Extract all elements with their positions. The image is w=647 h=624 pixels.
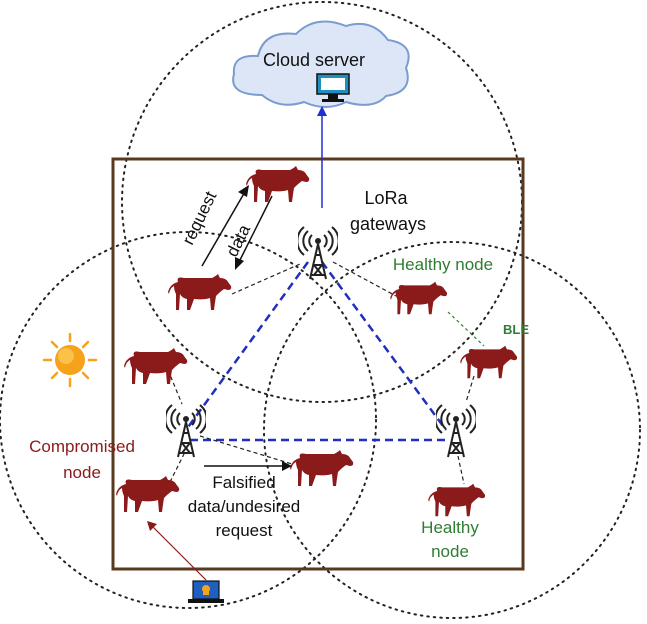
antenna-icon — [436, 403, 476, 459]
ble-label: BLE — [503, 322, 529, 337]
falsified-arrowhead — [282, 461, 292, 471]
healthy-node-label-bottom-line2: node — [431, 542, 469, 561]
cow-icon — [124, 348, 188, 384]
node-links — [167, 261, 475, 485]
request-label: request — [179, 188, 221, 248]
data-arrow — [237, 195, 273, 265]
gateway-link-top-right — [320, 261, 448, 431]
attack-arrow — [151, 525, 207, 581]
cow-icon — [290, 450, 354, 486]
coverage-circle-right — [263, 241, 641, 619]
cow-icon — [116, 476, 180, 512]
cloud-icon — [232, 20, 410, 108]
uplink-arrowhead — [317, 106, 327, 116]
healthy-node-label-top: Healthy node — [393, 255, 493, 274]
cow-icon — [390, 281, 448, 315]
farm-boundary — [111, 157, 525, 571]
hacker-laptop-icon — [188, 580, 224, 603]
cow-icon — [460, 345, 518, 379]
compromised-label-line2: node — [63, 463, 101, 482]
lora-label-line2: gateways — [350, 214, 426, 234]
gateway-link-top-left — [184, 261, 310, 431]
antenna-icon — [166, 403, 206, 459]
cow-icon — [428, 483, 486, 517]
healthy-node-label-bottom-line1: Healthy — [421, 518, 479, 537]
monitor-icon — [316, 73, 350, 102]
attack-arrowhead — [147, 521, 157, 531]
compromised-label-line1: Compromised — [29, 437, 135, 456]
falsified-label-line2: data/undesired — [188, 497, 300, 516]
falsified-label-line1: Falsified — [212, 473, 275, 492]
cow-icon — [168, 274, 232, 310]
cow-icon — [246, 166, 310, 202]
request-arrowhead — [238, 185, 249, 197]
ble-link — [447, 311, 485, 347]
sun-icon — [42, 332, 98, 388]
request-arrow — [201, 189, 247, 267]
falsified-label-line3: request — [216, 521, 273, 540]
data-arrowhead — [235, 257, 244, 270]
coverage-circle-left — [0, 231, 377, 609]
lora-label-line1: LoRa — [364, 188, 408, 208]
cloud-server-label: Cloud server — [263, 50, 365, 70]
